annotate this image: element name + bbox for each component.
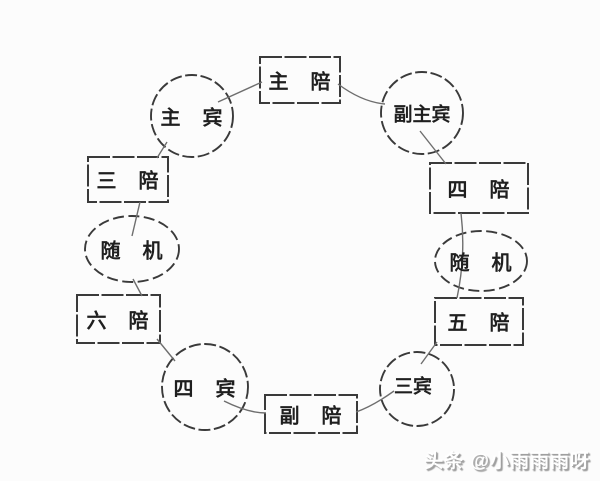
connector-fourth-host-random-right-fifth-host bbox=[456, 212, 464, 299]
node-third-host-shape bbox=[87, 156, 169, 203]
watermark-text: 头条 @小雨雨雨呀 bbox=[424, 451, 590, 472]
node-main-host-shape bbox=[259, 56, 341, 104]
connector-deputy-main-guest-fourth-host bbox=[419, 130, 447, 165]
node-main-host-label: 主 陪 bbox=[268, 71, 332, 94]
node-deputy-host-label: 副 陪 bbox=[279, 405, 343, 428]
node-sixth-host-shape bbox=[76, 294, 161, 344]
node-deputy-host-shape bbox=[264, 394, 358, 434]
connector-fifth-host-third-guest bbox=[420, 341, 438, 365]
node-deputy-main-guest-label: 副主宾 bbox=[393, 104, 451, 126]
node-third-host-label: 三 陪 bbox=[96, 170, 160, 193]
connector-main-guest-main-host bbox=[217, 81, 263, 103]
node-third-guest-label: 三宾 bbox=[393, 376, 433, 398]
node-fourth-host-label: 四 陪 bbox=[447, 179, 511, 202]
connector-sixth-host-fourth-guest bbox=[156, 338, 176, 362]
connector-fourth-guest-deputy-host bbox=[223, 400, 267, 414]
node-random-left-label: 随 机 bbox=[100, 240, 164, 263]
node-main-guest-shape bbox=[150, 74, 234, 158]
node-fifth-host-shape bbox=[434, 297, 524, 346]
node-fourth-guest-shape bbox=[161, 343, 249, 431]
node-random-right-shape bbox=[434, 230, 528, 292]
node-deputy-main-guest-shape bbox=[380, 71, 464, 155]
node-random-left-shape bbox=[84, 215, 180, 283]
connector-third-guest-deputy-host bbox=[355, 390, 395, 413]
node-sixth-host-label: 六 陪 bbox=[86, 310, 150, 333]
node-fourth-guest-label: 四 宾 bbox=[173, 378, 237, 401]
connector-main-host-deputy-main-guest bbox=[337, 83, 386, 105]
node-main-guest-label: 主 宾 bbox=[160, 107, 224, 130]
connector-third-host-random-left bbox=[131, 201, 141, 237]
connector-random-left-sixth-host bbox=[132, 278, 143, 297]
node-third-guest-shape bbox=[379, 351, 455, 427]
connector-main-guest-third-host bbox=[156, 141, 168, 159]
node-fifth-host-label: 五 陪 bbox=[447, 312, 511, 335]
node-fourth-host-shape bbox=[429, 162, 529, 214]
node-random-right-label: 随 机 bbox=[449, 252, 513, 275]
